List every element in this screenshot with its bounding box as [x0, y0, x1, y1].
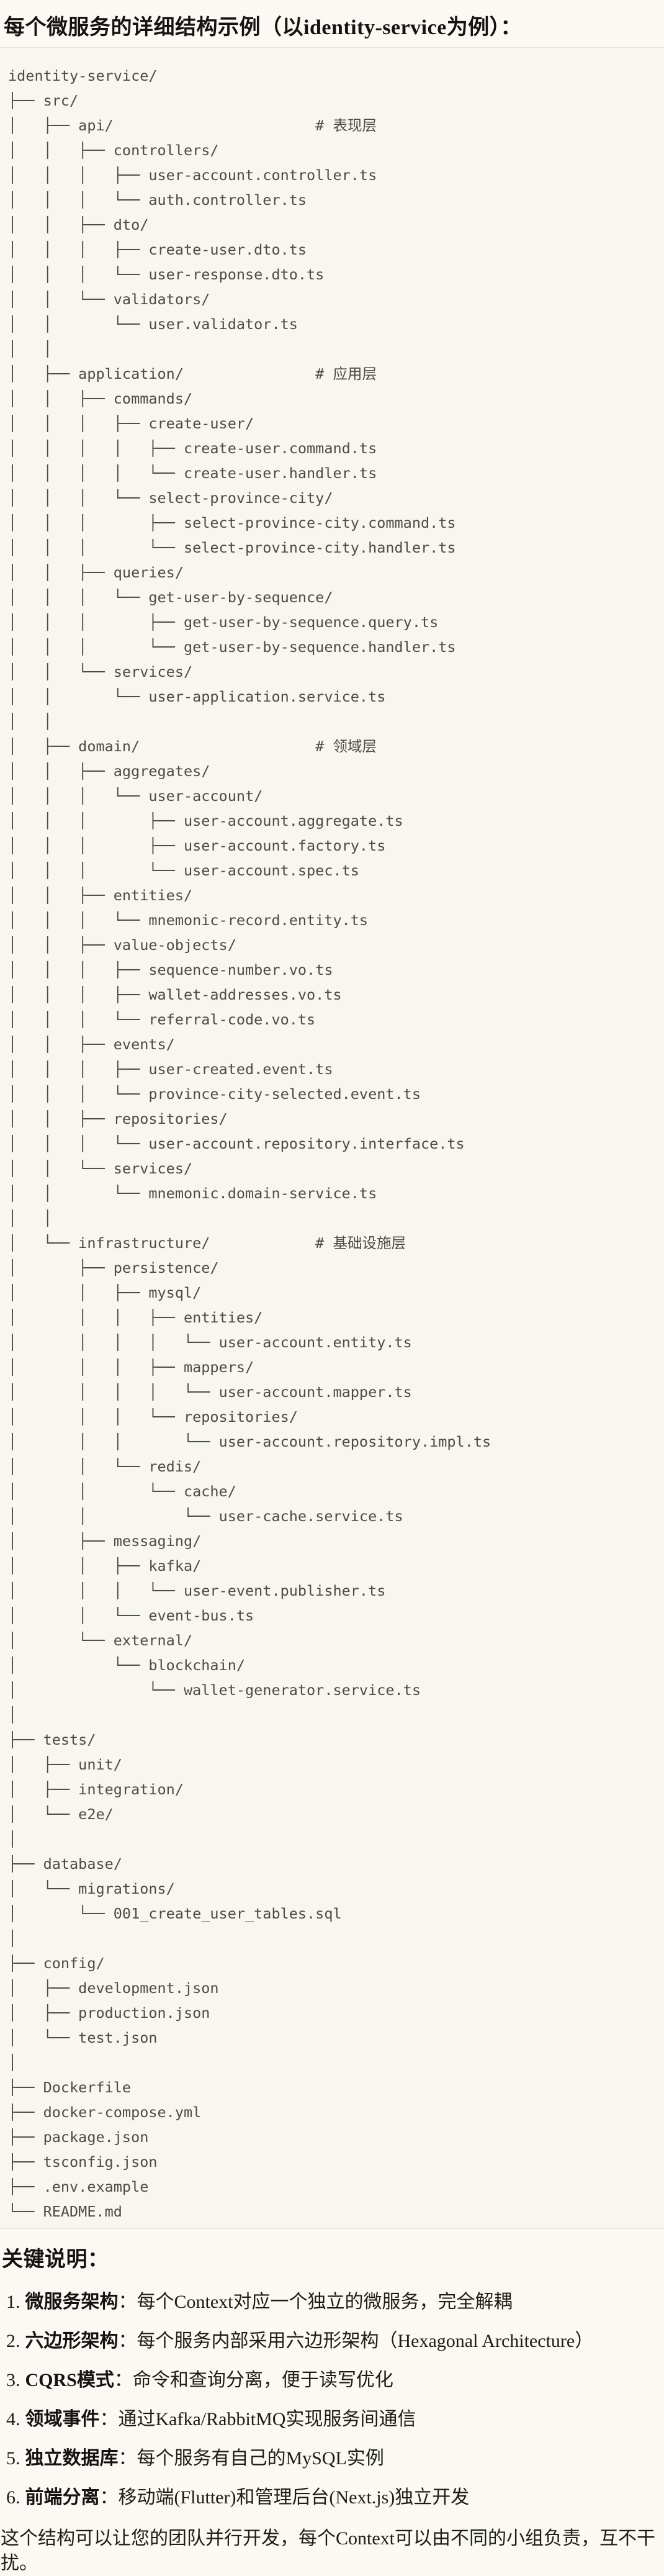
list-item-number: 5.: [6, 2448, 20, 2469]
list-item-number: 1.: [6, 2292, 20, 2312]
list-item: 4.领域事件：通过Kafka/RabbitMQ实现服务间通信: [6, 2407, 664, 2432]
list-item: 5.独立数据库：每个服务有自己的MySQL实例: [6, 2446, 664, 2471]
list-item-term: CQRS模式: [25, 2370, 114, 2390]
list-item-number: 3.: [6, 2370, 20, 2390]
page-title: 每个微服务的详细结构示例（以identity-service为例）：: [4, 16, 522, 39]
list-item-term: 前端分离: [25, 2487, 100, 2508]
list-item-number: 6.: [6, 2487, 20, 2508]
list-item: 1.微服务架构：每个Context对应一个独立的微服务，完全解耦: [6, 2290, 664, 2315]
list-item: 3.CQRS模式：命令和查询分离，便于读写优化: [6, 2368, 664, 2393]
list-item-text: ：每个Context对应一个独立的微服务，完全解耦: [118, 2292, 513, 2312]
notes-list: 1.微服务架构：每个Context对应一个独立的微服务，完全解耦 2.六边形架构…: [0, 2290, 664, 2510]
list-item-text: ：每个服务有自己的MySQL实例: [118, 2448, 384, 2469]
list-item-text: ：每个服务内部采用六边形架构（Hexagonal Architecture）: [118, 2331, 594, 2351]
list-item: 6.前端分离：移动端(Flutter)和管理后台(Next.js)独立开发: [6, 2485, 664, 2510]
notes-heading: 关键说明：: [2, 2248, 109, 2271]
document-page: 每个微服务的详细结构示例（以identity-service为例）： ident…: [0, 14, 664, 2576]
list-item-term: 微服务架构: [25, 2292, 119, 2312]
list-item-term: 独立数据库: [25, 2448, 119, 2469]
list-item-term: 领域事件: [25, 2409, 100, 2429]
list-item-number: 4.: [6, 2409, 20, 2429]
closing-paragraph: 这个结构可以让您的团队并行开发，每个Context可以由不同的小组负责，互不干扰…: [1, 2528, 655, 2574]
list-item-term: 六边形架构: [25, 2331, 119, 2351]
list-item-text: ：移动端(Flutter)和管理后台(Next.js)独立开发: [99, 2487, 470, 2508]
chat-document: { "header": { "title": "每个微服务的详细结构示例（以id…: [0, 14, 664, 2574]
code-block: identity-service/ ├── src/ │ ├── api/ # …: [0, 47, 664, 2229]
list-item-text: ：命令和查询分离，便于读写优化: [114, 2370, 393, 2390]
list-item-number: 2.: [6, 2331, 20, 2351]
list-item: 2.六边形架构：每个服务内部采用六边形架构（Hexagonal Architec…: [6, 2329, 664, 2354]
directory-tree: identity-service/ ├── src/ │ ├── api/ # …: [8, 67, 491, 2220]
list-item-text: ：通过Kafka/RabbitMQ实现服务间通信: [99, 2409, 416, 2429]
